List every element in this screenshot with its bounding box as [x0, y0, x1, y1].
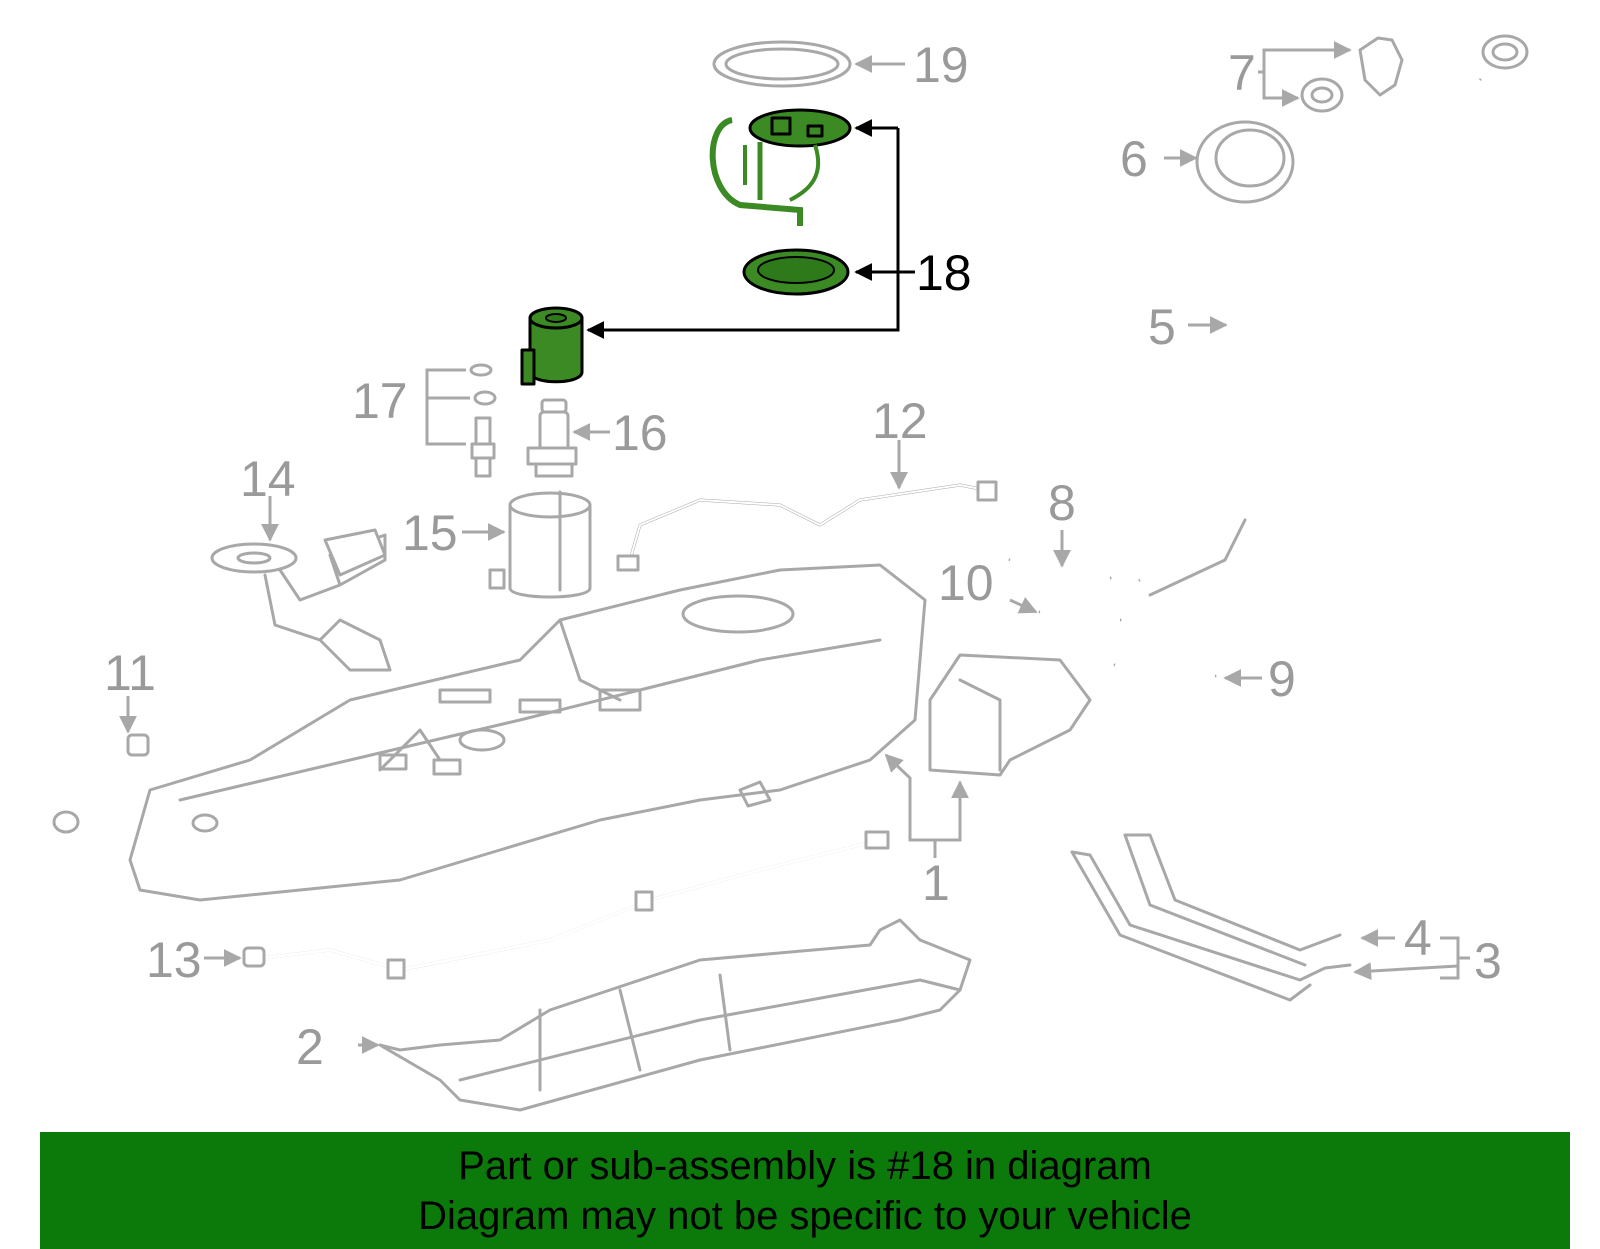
- callout-3: 3: [1474, 933, 1502, 989]
- part-14-fuel-sender: 14: [210, 451, 392, 672]
- part-18-fuel-pump-assembly: 18: [520, 108, 972, 386]
- callout-4: 4: [1404, 910, 1432, 966]
- callout-9: 9: [1268, 651, 1296, 707]
- part-6-filler-housing: 6: [1120, 120, 1295, 204]
- part-16-fuel-pump: 16: [526, 398, 668, 478]
- callout-17: 17: [352, 373, 408, 429]
- part-19-gasket: 19: [712, 37, 969, 93]
- info-banner: Part or sub-assembly is #18 in diagram D…: [40, 1132, 1570, 1249]
- callout-10: 10: [938, 555, 994, 611]
- part-13-fuel-line: 13: [146, 830, 890, 988]
- part-1-fuel-tank: 1: [128, 563, 1092, 911]
- part-5-filler-neck: 5: [1135, 34, 1529, 597]
- callout-7: 7: [1228, 45, 1256, 101]
- part-7-fuel-cap: 7: [1228, 36, 1404, 113]
- part-17-o-rings: 17: [352, 363, 497, 478]
- banner-line-1: Part or sub-assembly is #18 in diagram: [458, 1143, 1152, 1188]
- callout-19: 19: [913, 37, 969, 93]
- part-11-breather-hose: 11: [52, 645, 156, 834]
- callout-5: 5: [1148, 299, 1176, 355]
- part-15-pump-housing: 15: [402, 490, 592, 599]
- callout-12: 12: [872, 393, 928, 449]
- callout-15: 15: [402, 505, 458, 561]
- callout-13: 13: [146, 932, 202, 988]
- callout-16: 16: [612, 405, 668, 461]
- callout-1: 1: [922, 855, 950, 911]
- callout-14: 14: [240, 451, 296, 507]
- callout-8: 8: [1048, 475, 1076, 531]
- part-8-9-10-hoses: 8 10 9: [938, 475, 1296, 707]
- part-12-vapor-tube: 12: [616, 393, 998, 572]
- callout-6: 6: [1120, 131, 1148, 187]
- banner-line-2: Diagram may not be specific to your vehi…: [418, 1193, 1192, 1238]
- part-2-tank-protector: 2: [296, 918, 972, 1112]
- part-3-4-tank-straps: 4 3: [1070, 833, 1502, 1002]
- callout-2: 2: [296, 1019, 324, 1075]
- callout-18: 18: [916, 245, 972, 301]
- callout-11: 11: [104, 645, 156, 701]
